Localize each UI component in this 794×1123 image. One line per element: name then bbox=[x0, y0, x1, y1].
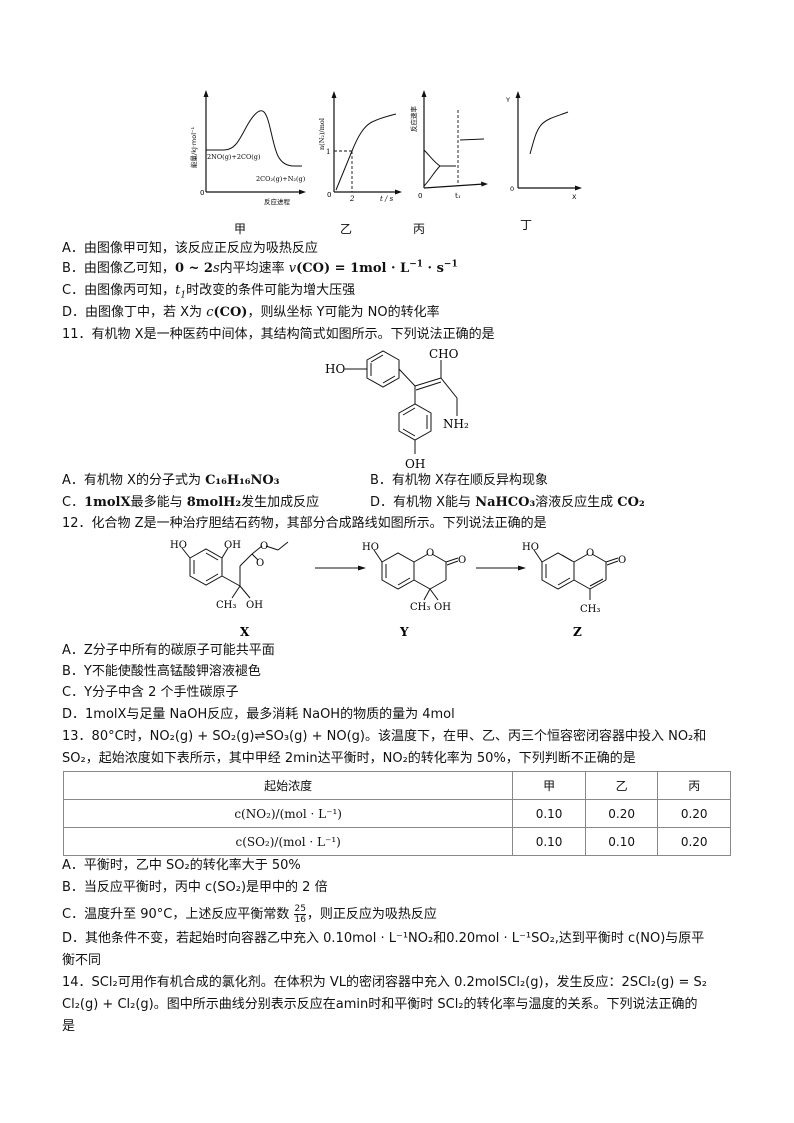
x-axis-label: X bbox=[572, 193, 577, 201]
header-bing: 丙 bbox=[657, 771, 731, 800]
q11-option-b: B．有机物 X存在顺反异构现象 bbox=[370, 473, 548, 488]
cell-no2-yi: 0.20 bbox=[584, 799, 659, 828]
x-tick-t1: t₁ bbox=[455, 192, 461, 200]
x-o2-label: O bbox=[256, 558, 264, 569]
q14-stem-line-2: Cl₂(g) + Cl₂(g)。图中所示曲线分别表示反应在amin时和平衡时 S… bbox=[62, 997, 698, 1012]
z-carbonyl-o-label: O bbox=[618, 555, 626, 566]
origin-label: 0 bbox=[327, 191, 331, 199]
ho-label: HO bbox=[325, 362, 345, 376]
caption-bing: 丙 bbox=[413, 222, 426, 236]
products-label: 2CO₂(g)+N₂(g) bbox=[256, 175, 306, 183]
caption-yi: 乙 bbox=[340, 222, 353, 236]
q12-option-a: A．Z分子中所有的碳原子可能共平面 bbox=[62, 643, 275, 658]
q10-option-c: C．由图像丙可知，t1时改变的条件可能为增大压强 bbox=[62, 283, 356, 301]
figure-yi-n2-vs-time: 0 1 2 t / s n(N₂)/mol bbox=[310, 88, 405, 208]
caption-jia: 甲 bbox=[234, 222, 247, 236]
header-initial-concentration: 起始浓度 bbox=[62, 771, 514, 800]
y-tick-1: 1 bbox=[326, 148, 330, 156]
compound-y-label: Y bbox=[399, 625, 409, 639]
y-axis-label: 反应速率 bbox=[409, 106, 418, 133]
z-ho-label: HO bbox=[522, 542, 539, 553]
q13-option-b: B．当反应平衡时，丙中 c(SO₂)是甲中的 2 倍 bbox=[62, 880, 328, 895]
y-oh-label: OH bbox=[434, 602, 451, 613]
compound-x-label: X bbox=[240, 625, 250, 639]
y-ch3-label: CH₃ bbox=[410, 602, 430, 613]
y-axis-label: Y bbox=[505, 96, 510, 104]
q12-option-d: D．1molX与足量 NaOH反应，最多消耗 NaOH的物质的量为 4mol bbox=[62, 707, 455, 722]
caption-ding: 丁 bbox=[520, 218, 533, 232]
cell-so2-bing: 0.20 bbox=[657, 827, 731, 856]
x-oh2-label: OH bbox=[246, 600, 263, 611]
q14-stem-line-3: 是 bbox=[62, 1019, 76, 1034]
table-header-row: 起始浓度 甲 乙 丙 bbox=[62, 771, 731, 800]
x-o-label: O bbox=[260, 541, 268, 552]
q12-synthesis-route-diagram: HO OH O O CH₃ OH HO O O CH₃ OH HO O O CH… bbox=[170, 536, 640, 644]
header-yi: 乙 bbox=[584, 771, 659, 800]
reactants-label: 2NO(g)+2CO(g) bbox=[207, 153, 261, 161]
figure-bing-rate-vs-time: 0 t₁ 反应速率 bbox=[406, 88, 491, 208]
q10-option-d: D．由图像丁中，若 X为 c(CO)，则纵坐标 Y可能为 NO的转化率 bbox=[62, 305, 440, 320]
row-label-no2: c(NO₂)/(mol · L⁻¹) bbox=[62, 799, 514, 828]
q13-option-d: D．其他条件不变，若起始时向容器乙中充入 0.10mol · L⁻¹NO₂和0.… bbox=[62, 931, 705, 946]
q13-stem-line-2: SO₂，起始浓度如下表所示，其中甲经 2min达平衡时，NO₂的转化率为 50%… bbox=[62, 751, 636, 766]
y-axis-label: n(N₂)/mol bbox=[318, 118, 326, 150]
q10-option-b: B．由图像乙可知，0 ~ 2s内平均速率 v(CO) = 1mol · L−1 … bbox=[62, 259, 458, 276]
row-label-so2: c(SO₂)/(mol · L⁻¹) bbox=[62, 827, 514, 856]
origin-label: 0 bbox=[200, 189, 204, 197]
table-row: c(NO₂)/(mol · L⁻¹) 0.10 0.20 0.20 bbox=[62, 799, 731, 828]
y-axis-label: 能量/kJ·mol⁻¹ bbox=[189, 127, 198, 168]
figure-jia-energy-diagram: 0 2NO(g)+2CO(g) 2CO₂(g)+N₂(g) 反应进程 能量/kJ… bbox=[184, 88, 309, 208]
z-ch3-label: CH₃ bbox=[580, 604, 600, 615]
q13-option-d-continued: 衡不同 bbox=[62, 953, 102, 968]
nh2-label: NH₂ bbox=[443, 417, 469, 431]
q10-option-a: A．由图像甲可知，该反应正反应为吸热反应 bbox=[62, 241, 318, 256]
cell-no2-bing: 0.20 bbox=[657, 799, 731, 828]
figure-ding-y-vs-x: Y 0 X bbox=[492, 88, 592, 208]
cell-no2-jia: 0.10 bbox=[512, 799, 586, 828]
x-oh-label: OH bbox=[224, 540, 241, 551]
origin-label: 0 bbox=[418, 192, 422, 200]
q11-structure-diagram: HO CHO NH₂ OH bbox=[325, 346, 475, 470]
q11-stem: 11．有机物 X是一种医药中间体，其结构简式如图所示。下列说法正确的是 bbox=[62, 327, 495, 342]
oh-label: OH bbox=[405, 457, 425, 470]
header-jia: 甲 bbox=[512, 771, 586, 800]
q12-option-c: C．Y分子中含 2 个手性碳原子 bbox=[62, 685, 239, 700]
x-ho-label: HO bbox=[170, 540, 187, 551]
table-row: c(SO₂)/(mol · L⁻¹) 0.10 0.10 0.20 bbox=[62, 827, 731, 856]
q12-option-b: B．Y不能使酸性高锰酸钾溶液褪色 bbox=[62, 664, 261, 679]
origin-label: 0 bbox=[510, 185, 514, 193]
q13-option-a: A．平衡时，乙中 SO₂的转化率大于 50% bbox=[62, 858, 301, 873]
q12-stem: 12．化合物 Z是一种治疗胆结石药物，其部分合成路线如图所示。下列说法正确的是 bbox=[62, 516, 547, 531]
q11-option-a: A．有机物 X的分子式为 C₁₆H₁₆NO₃ bbox=[62, 473, 280, 488]
q11-option-d: D．有机物 X能与 NaHCO₃溶液反应生成 CO₂ bbox=[370, 495, 645, 510]
cell-so2-jia: 0.10 bbox=[512, 827, 586, 856]
q13-stem-line-1: 13．80°C时，NO₂(g) + SO₂(g)⇌SO₃(g) + NO(g)。… bbox=[62, 729, 707, 744]
y-carbonyl-o-label: O bbox=[458, 555, 466, 566]
compound-z-label: Z bbox=[573, 625, 582, 639]
x-axis-label: t / s bbox=[380, 195, 394, 203]
x-ch3-label: CH₃ bbox=[216, 600, 236, 611]
x-tick-2: 2 bbox=[349, 195, 355, 203]
figure-row: 0 2NO(g)+2CO(g) 2CO₂(g)+N₂(g) 反应进程 能量/kJ… bbox=[180, 88, 600, 238]
x-axis-label: 反应进程 bbox=[264, 197, 291, 206]
y-ho-label: HO bbox=[362, 542, 379, 553]
cell-so2-yi: 0.10 bbox=[584, 827, 659, 856]
q14-stem-line-1: 14．SCl₂可用作有机合成的氯化剂。在体积为 VL的密闭容器中充入 0.2mo… bbox=[62, 975, 707, 990]
initial-concentration-table: 起始浓度 甲 乙 丙 c(NO₂)/(mol · L⁻¹) 0.10 0.20 … bbox=[62, 771, 731, 856]
cho-label: CHO bbox=[429, 347, 459, 361]
z-ring-o-label: O bbox=[586, 548, 594, 559]
y-ring-o-label: O bbox=[426, 548, 434, 559]
q11-option-c: C．1molX最多能与 8molH₂发生加成反应 bbox=[62, 495, 320, 510]
